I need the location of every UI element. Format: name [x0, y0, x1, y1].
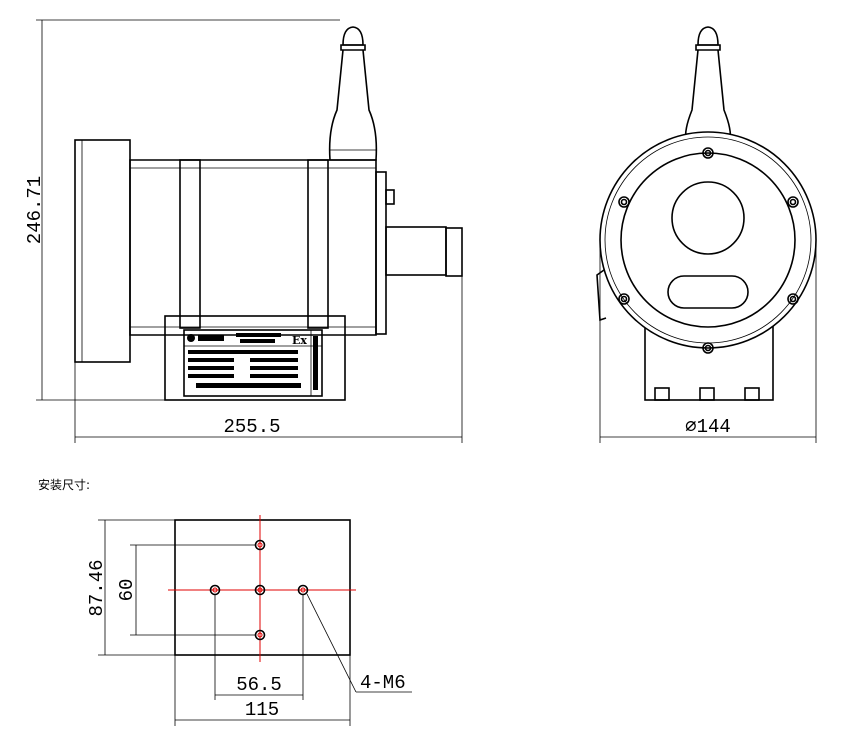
diameter-dimension: ⌀144 [599, 240, 817, 443]
ex-mark: Ex [292, 334, 307, 347]
strap-left [179, 159, 201, 329]
front-flange [74, 139, 131, 363]
mounting-caption: 安装尺寸: [38, 477, 90, 492]
svg-text:4-M6: 4-M6 [360, 672, 406, 694]
height-dimension: 246.71 [24, 19, 340, 401]
rear-cap [375, 171, 387, 335]
plate-width-dim: 115 [174, 655, 351, 726]
mounting-plan: 87.46 60 56.5 115 4-M6 [86, 515, 412, 726]
svg-text:87.46: 87.46 [86, 559, 108, 616]
svg-text:60: 60 [116, 579, 138, 602]
antenna [328, 26, 378, 161]
svg-text:115: 115 [245, 699, 279, 721]
thread-leader: 4-M6 [306, 593, 412, 694]
hole-v-dim: 60 [116, 544, 255, 636]
plate-height-dim: 87.46 [86, 519, 175, 656]
nameplate: Ex [183, 329, 323, 397]
length-dimension: 255.5 [74, 276, 463, 443]
svg-text:246.71: 246.71 [24, 176, 46, 244]
strap-right [307, 159, 329, 329]
front-view: ⌀144 [596, 26, 817, 443]
antenna-front [684, 26, 732, 141]
gland-nut [445, 227, 463, 277]
svg-text:⌀144: ⌀144 [685, 416, 731, 438]
side-view: Ex 246.71 255.5 [24, 19, 463, 443]
hole-h-dim: 56.5 [214, 595, 304, 700]
svg-text:56.5: 56.5 [236, 674, 282, 696]
mount-holes [209, 539, 309, 641]
bolts [618, 147, 799, 354]
body-cylinder [129, 159, 377, 336]
cable-gland [385, 226, 447, 276]
svg-text:255.5: 255.5 [223, 416, 280, 438]
mount-base [164, 315, 346, 401]
mount-plate [174, 519, 351, 656]
